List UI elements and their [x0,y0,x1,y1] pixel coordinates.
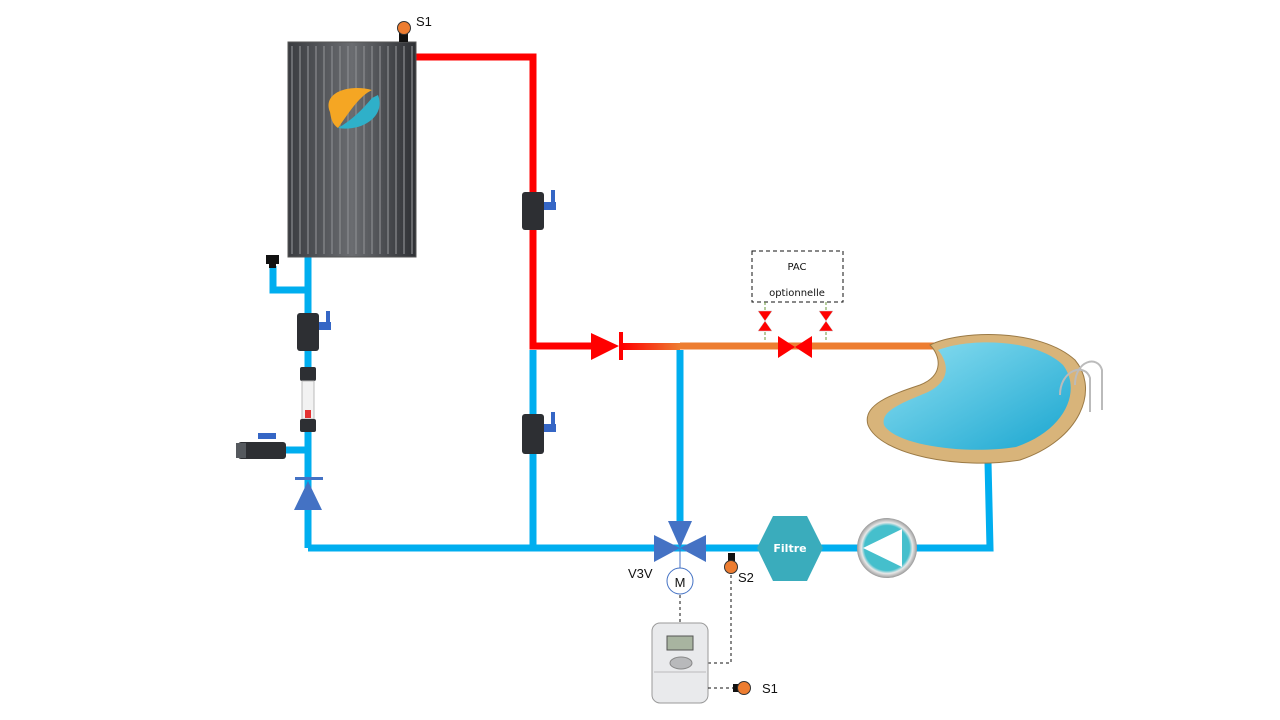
filter-label: Filtre [773,542,806,555]
pac-optional-label: optionnelle [769,288,825,299]
air-vent-stem [269,262,276,268]
ball-valve-icon[interactable] [522,190,556,230]
sensor-s2-label: S2 [738,570,754,585]
pac-optional-box [751,250,844,303]
ball-valve-icon[interactable] [297,311,331,351]
ball-valve-icon[interactable] [522,412,556,454]
motor-label: M [675,575,686,590]
sensor-s1-bottom-label: S1 [762,681,778,696]
solar-panel-icon [287,41,417,258]
hot-pipe [416,53,935,350]
check-valve-icon [591,332,623,360]
pac-valve-icon[interactable] [757,310,773,332]
sensor-s2 [724,560,738,574]
pac-label: PAC [787,262,806,273]
check-valve-icon [294,477,323,510]
ball-valve-icon[interactable] [236,433,286,459]
pump-icon[interactable] [857,518,917,578]
flowmeter-icon [300,367,316,432]
controller-icon[interactable] [651,622,709,704]
sensor-s1-bottom [737,681,751,695]
motor-icon [666,567,694,595]
bypass-valve-icon[interactable] [778,336,812,358]
sensor-s1-top [397,21,411,35]
filter-icon [757,516,823,581]
pool-icon [866,334,1103,464]
pac-valve-icon[interactable] [818,310,834,332]
sensor-mount [728,553,735,561]
v3v-label: V3V [628,566,653,581]
sensor-mount [733,684,740,692]
three-way-valve-icon[interactable] [654,521,706,568]
sensor-s1-top-label: S1 [416,14,432,29]
air-vent-cap [266,255,279,264]
sensor-mount [399,33,408,42]
